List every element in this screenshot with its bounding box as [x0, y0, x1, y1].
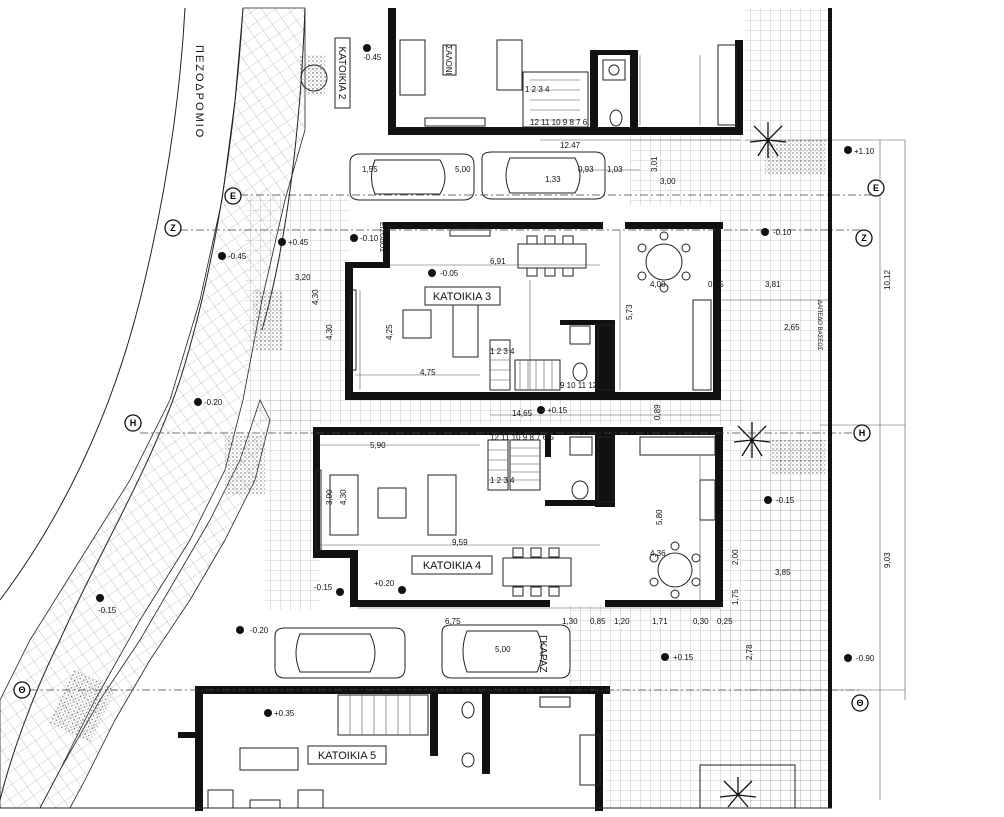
level-value: -0.20 — [250, 626, 269, 635]
dim: 4,25 — [385, 324, 394, 340]
dim: 2,00 — [731, 549, 740, 565]
section-marker: Ζ — [170, 223, 176, 233]
house-3 — [345, 222, 723, 400]
dim: 4,75 — [420, 368, 436, 377]
section-marker: Η — [130, 418, 137, 428]
house-3-label: ΚΑΤΟΙΚΙΑ 3 — [433, 291, 491, 303]
dim: 6,91 — [490, 257, 506, 266]
dim: 0,89 — [653, 404, 662, 420]
dim: 5,80 — [655, 509, 664, 525]
dim: 1,20 — [614, 617, 630, 626]
dim: 9,03 — [883, 552, 892, 568]
dimensions: 12.47 1,55 5,00 1,33 0,93 1,03 3,00 6,91… — [295, 141, 892, 660]
dim: 1,03 — [607, 165, 623, 174]
stair-steps: 12 11 10 9 8 7 6 5 — [490, 433, 554, 442]
dim: 3,85 — [775, 568, 791, 577]
house-5-label: ΚΑΤΟΙΚΙΑ 5 — [318, 750, 376, 762]
dim: 5,90 — [370, 441, 386, 450]
dim: 9,59 — [452, 538, 468, 547]
garage-label: ΓΚΑΡΑΖ — [537, 635, 548, 673]
level-value: -0.45 — [228, 252, 247, 261]
level-value: -0.10 — [360, 234, 379, 243]
section-marker: Ζ — [861, 233, 867, 243]
level-value: -0.45 — [363, 53, 382, 62]
dim: 4,00 — [650, 280, 666, 289]
dim: 4,30 — [325, 324, 334, 340]
house-2-label: ΚΑΤΟΙΚΙΑ 2 — [336, 47, 347, 100]
section-marker: Ε — [230, 191, 236, 201]
dim: 5,00 — [495, 645, 511, 654]
level-value: -0.15 — [314, 583, 333, 592]
dim: 10,12 — [883, 269, 892, 290]
dim: 3,20 — [295, 273, 311, 282]
house-labels: ΚΑΤΟΙΚΙΑ 3 ΚΑΤΟΙΚΙΑ 4 ΚΑΤΟΙΚΙΑ 5 ΚΑΤΟΙΚΙ… — [193, 37, 822, 765]
level-value: +0.45 — [288, 238, 309, 247]
stair-steps: 1 2 3 4 — [525, 85, 550, 94]
level-value: -0.15 — [98, 606, 117, 615]
dim: 1,30 — [562, 617, 578, 626]
dim: 4,30 — [311, 289, 320, 305]
dim: 5,00 — [455, 165, 471, 174]
stair-numbers: 1 2 3 4 12 11 10 9 8 7 6 5 1 2 3 4 9 10 … — [490, 85, 598, 485]
section-marker: Ε — [873, 183, 879, 193]
house-5 — [178, 686, 610, 811]
dim: 1,33 — [545, 175, 561, 184]
level-value: +0.15 — [547, 406, 568, 415]
section-lines — [30, 139, 906, 800]
trees — [719, 122, 787, 808]
dim: 2,78 — [745, 644, 754, 660]
dim: 0,25 — [708, 280, 724, 289]
level-value: -0.90 — [856, 654, 875, 663]
level-value: -0.20 — [204, 398, 223, 407]
stair-steps: 9 10 11 12 — [560, 381, 598, 390]
section-marker: Θ — [856, 698, 863, 708]
dim: 3,00 — [660, 177, 676, 186]
section-marker: Η — [859, 428, 866, 438]
level-value: -0.10 — [773, 228, 792, 237]
level-value: -0.15 — [776, 496, 795, 505]
level-value: +0.20 — [374, 579, 395, 588]
dim: 4,36 — [650, 549, 666, 558]
dim: 3,81 — [765, 280, 781, 289]
dim: 14,65 — [512, 409, 533, 418]
level-value: +1.10 — [854, 147, 875, 156]
level-value: +0.15 — [673, 653, 694, 662]
section-markers: Ε Ε Ζ Ζ Η Η Θ Θ — [13, 179, 885, 712]
dim: 0,93 — [578, 165, 594, 174]
floor-label: ΔΑΠΕΔΟ ΒΑΣΕΩΣ — [816, 300, 822, 351]
dim: 6,75 — [445, 617, 461, 626]
level-markers: -0.45 +1.10 -0.10 -0.45 +0.45 -0.05 -0.1… — [96, 44, 875, 718]
stair-steps: 1 2 3 4 — [490, 347, 515, 356]
street-label: ΠΕΖΟΔΡΟΜΙΟ — [193, 45, 205, 139]
level-value: -0.05 — [440, 269, 459, 278]
dim: 3,00 — [325, 489, 334, 505]
stair-steps: 12 11 10 9 8 7 6 5 — [530, 118, 594, 127]
house-4-label: ΚΑΤΟΙΚΙΑ 4 — [423, 560, 481, 572]
stair-steps: 1 2 3 4 — [490, 476, 515, 485]
dim: 5,73 — [625, 304, 634, 320]
house-2 — [300, 8, 743, 135]
dim: 2,65 — [784, 323, 800, 332]
dim: 4,30 — [339, 489, 348, 505]
dim: 0,25 — [717, 617, 733, 626]
entrance-label: ΕΙΣΟΔΟΣ — [378, 222, 385, 253]
dim: 1,75 — [731, 589, 740, 605]
dim: 0,30 — [693, 617, 709, 626]
dim: 0,85 — [590, 617, 606, 626]
house-4 — [313, 427, 723, 607]
dim: 12.47 — [560, 141, 581, 150]
cars — [274, 151, 606, 679]
section-marker: Θ — [18, 685, 25, 695]
dim: 3,01 — [650, 156, 659, 172]
dim: 1,71 — [652, 617, 668, 626]
saloni-label: ΣΑΛΟΝΙ — [444, 45, 453, 75]
planters — [49, 55, 825, 809]
dim: 1,55 — [362, 165, 378, 174]
level-value: +0.35 — [274, 709, 295, 718]
